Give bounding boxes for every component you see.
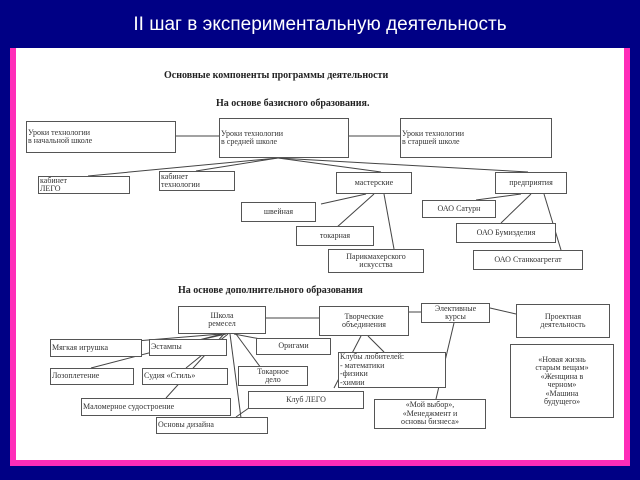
node-ship-court: Судия «Стиль»	[142, 368, 228, 385]
node-project-activity: Проектная деятельность	[516, 304, 610, 338]
node-workshops: мастерские	[336, 172, 412, 194]
node-middle-school-lessons: Уроки технологии в средней школе	[219, 118, 349, 158]
main-heading: Основные компоненты программы деятельнос…	[164, 70, 389, 81]
node-my-choice: «Мой выбор», «Менеджмент и основы бизнес…	[374, 399, 486, 429]
node-clubs: Клубы любителей: - математики -физики -х…	[338, 352, 446, 388]
node-soft-toy: Мягкая игрушка	[50, 339, 142, 357]
node-senior-school-lessons: Уроки технологии в старшей школе	[400, 118, 552, 158]
node-sewing: швейная	[241, 202, 316, 222]
node-primary-school-lessons: Уроки технологии в начальной школе	[26, 121, 176, 153]
node-lego-cabinet: кабинет ЛЕГО	[38, 176, 130, 194]
node-saturn: ОАО Сатурн	[422, 200, 496, 218]
node-turning: токарная	[296, 226, 374, 246]
node-technology-cabinet: кабинет технологии	[159, 171, 235, 191]
node-stankoagregat: ОАО Станкоагрегат	[473, 250, 583, 270]
node-electives: Элективные курсы	[421, 303, 490, 323]
slide-title: II шаг в экспериментальную деятельность	[133, 14, 507, 35]
node-creative-unions: Творческие объединения	[319, 306, 409, 336]
section2-heading: На основе дополнительного образования	[178, 285, 363, 296]
node-hairdressing: Парикмахерского искусства	[328, 249, 424, 273]
section1-heading: На основе базисного образования.	[216, 98, 370, 109]
node-weaving: Лозоплетение	[50, 368, 134, 385]
node-lego-club: Клуб ЛЕГО	[248, 391, 364, 409]
node-enterprises: предприятия	[495, 172, 567, 194]
node-design-basics: Основы дизайна	[156, 417, 268, 434]
node-ship-modeling: Маломерное судостроение	[81, 398, 231, 416]
node-origami: Оригами	[256, 338, 331, 355]
node-bumizdeliya: ОАО Бумизделия	[456, 223, 556, 243]
node-projects: «Новая жизнь старым вещам» «Женщина в че…	[510, 344, 614, 418]
diagram-sheet: Основные компоненты программы деятельнос…	[16, 48, 624, 460]
node-stamps: Эстампы	[149, 339, 227, 356]
node-turning-craft: Токарное дело	[238, 366, 308, 386]
node-crafts-school: Школа ремесел	[178, 306, 266, 334]
